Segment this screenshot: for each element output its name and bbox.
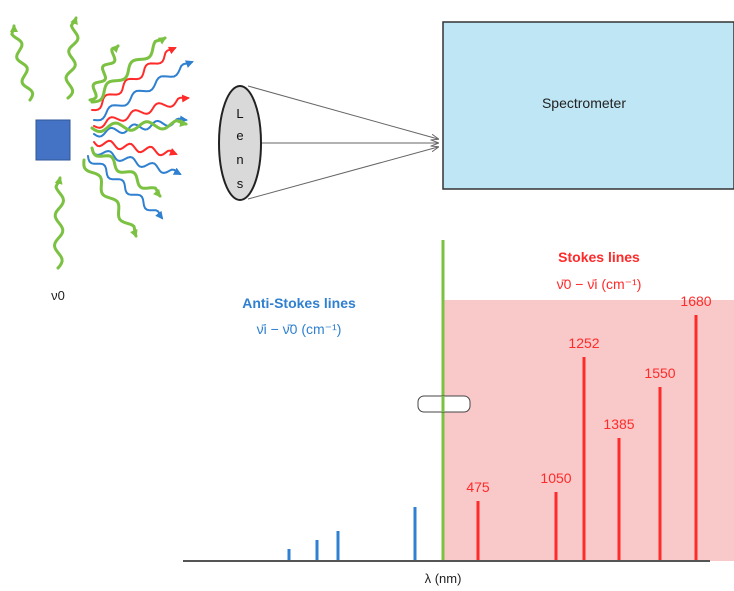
rayleigh-wave-right-2 [90, 118, 188, 134]
rayleigh-wave-up [64, 16, 80, 100]
anti-stokes-wave-3 [91, 149, 182, 175]
spectrometer-box [442, 21, 734, 190]
axis-break-symbol [417, 395, 471, 413]
rayleigh-wave-up-left [10, 24, 35, 102]
stokes-wave-1 [91, 46, 177, 112]
ray-top [247, 85, 438, 139]
rayleigh-wave-right-1 [90, 36, 167, 104]
lens-letter-3: n [236, 152, 243, 167]
x-axis-label: λ (nm) [425, 571, 462, 586]
lens-shape [218, 85, 262, 201]
rayleigh-wave-right-3 [90, 146, 162, 198]
rayleigh-wave-up-right [88, 44, 120, 102]
ray-bottom [247, 147, 438, 200]
spectrometer-label: Spectrometer [542, 95, 626, 111]
incident-light-wave [52, 176, 66, 270]
stokes-line-label-1680: 1680 [680, 293, 711, 309]
anti-stokes-wave-4 [87, 155, 164, 220]
anti-stokes-lines [287, 507, 417, 561]
stokes-wave-3 [93, 139, 178, 157]
lens-letter-4: s [237, 176, 244, 191]
anti-stokes-formula: ν̄i − ν̄0 (cm⁻¹) [257, 321, 342, 337]
stokes-region [443, 300, 734, 561]
stokes-formula: ν̄0 − ν̄i (cm⁻¹) [557, 276, 642, 292]
stokes-line-label-1050: 1050 [540, 470, 571, 486]
stokes-line-label-1385: 1385 [603, 416, 634, 432]
stokes-wave-2 [93, 94, 190, 129]
anti-stokes-wave-1 [93, 60, 194, 122]
stokes-line-label-1252: 1252 [568, 335, 599, 351]
stokes-title: Stokes lines [558, 249, 640, 265]
converging-rays [247, 85, 438, 200]
anti-stokes-title: Anti-Stokes lines [242, 295, 356, 311]
stokes-line-label-475: 475 [466, 479, 490, 495]
stokes-lines: 475 1050 1252 1385 1550 1680 [466, 293, 712, 561]
lens: L e n s [218, 85, 262, 201]
sample-square [35, 119, 71, 161]
stokes-line-label-1550: 1550 [644, 365, 675, 381]
scattered-light-waves [10, 16, 194, 270]
lens-letter-2: e [236, 128, 243, 143]
rayleigh-wave-down-right [82, 158, 138, 238]
source-label: ν0 [51, 288, 65, 303]
lens-letter-1: L [236, 106, 243, 121]
